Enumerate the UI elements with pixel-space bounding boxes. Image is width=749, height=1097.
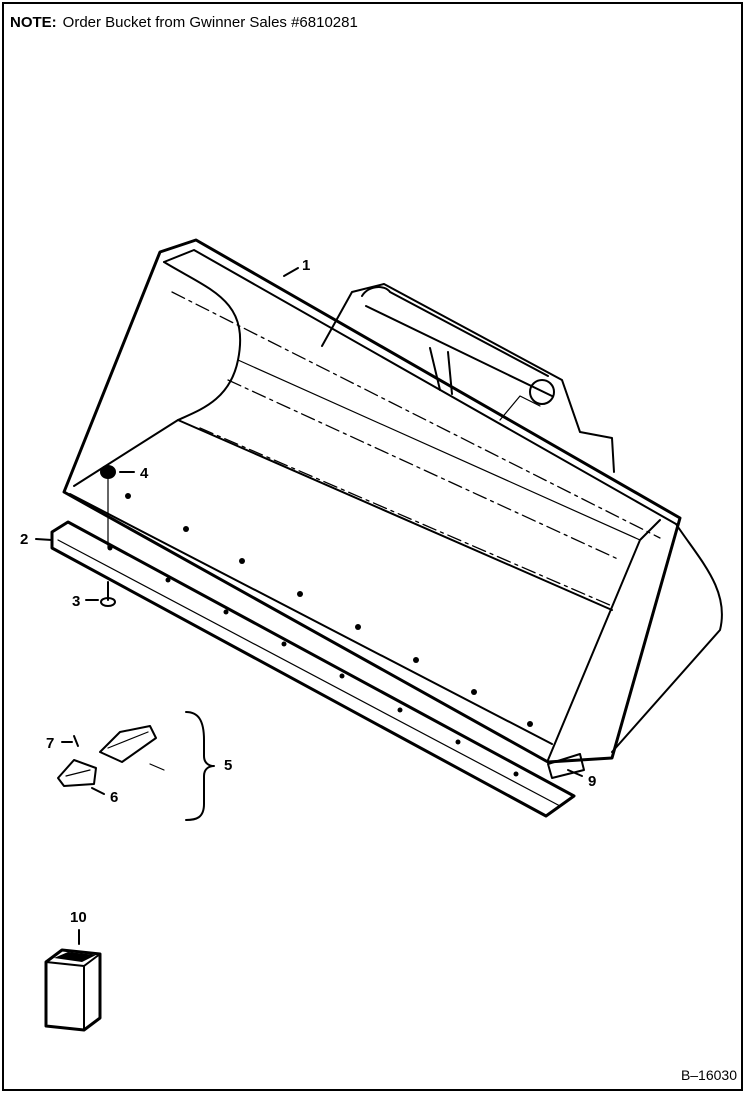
callout-1: 1 [302,257,310,274]
tooth [57,759,97,787]
cutting-edge-bevel [57,539,561,807]
attach-frame [321,283,615,473]
adapter-ridge [107,731,149,749]
tooth-adapter [99,725,157,763]
leader-9 [567,769,583,777]
bucket-floor-edge [177,419,613,611]
callout-6: 6 [110,789,118,806]
callout-7: 7 [46,735,54,752]
leader-6 [91,787,105,795]
bucket-rim [163,249,677,525]
item-10-package [44,948,102,1032]
bucket-right-edge [547,519,661,761]
hidden-line-b [227,379,621,561]
item-5-brace [185,711,215,821]
callout-2: 2 [20,531,28,548]
lip-bolt-holes [125,493,533,727]
cutting-edge [50,520,576,818]
cutting-edge-holes [107,545,519,777]
attach-tube-lower [365,305,553,397]
hidden-line-c [199,427,613,607]
package-outline [44,948,102,1032]
hidden-line-a [171,291,661,539]
package-label [54,952,96,962]
drawing-number: B–16030 [680,1067,737,1083]
callout-10: 10 [70,909,87,926]
bolt-head [100,597,116,607]
bolt [100,475,116,607]
note-text: Order Bucket from Gwinner Sales #6810281 [62,14,358,31]
callout-3: 3 [72,593,80,610]
bucket-outline [62,238,682,764]
attach-pin [529,379,555,405]
bucket-right-side [611,523,723,753]
wear-strip [547,753,585,779]
nut-body [100,465,116,479]
callout-9: 9 [588,773,596,790]
attach-hook [499,395,541,421]
nut [100,465,116,479]
order-note: NOTE: Order Bucket from Gwinner Sales #68… [10,14,358,31]
tooth-assembly [57,711,215,821]
tooth-ridge [65,769,91,777]
bucket-back-edge [237,359,641,541]
package-edges [45,953,101,1031]
note-label: NOTE: [10,14,57,31]
bucket-lip [69,493,553,745]
leader-2 [35,538,53,541]
callout-4: 4 [140,465,149,482]
retainer-pin [73,735,79,747]
leader-1 [283,267,299,277]
bucket-left-side [73,261,242,487]
attach-tube [361,286,549,377]
adapter-pin [149,763,165,771]
bucket [62,238,723,764]
attach-brace [429,347,453,395]
callout-5: 5 [224,757,232,774]
leader-lines [35,267,583,945]
